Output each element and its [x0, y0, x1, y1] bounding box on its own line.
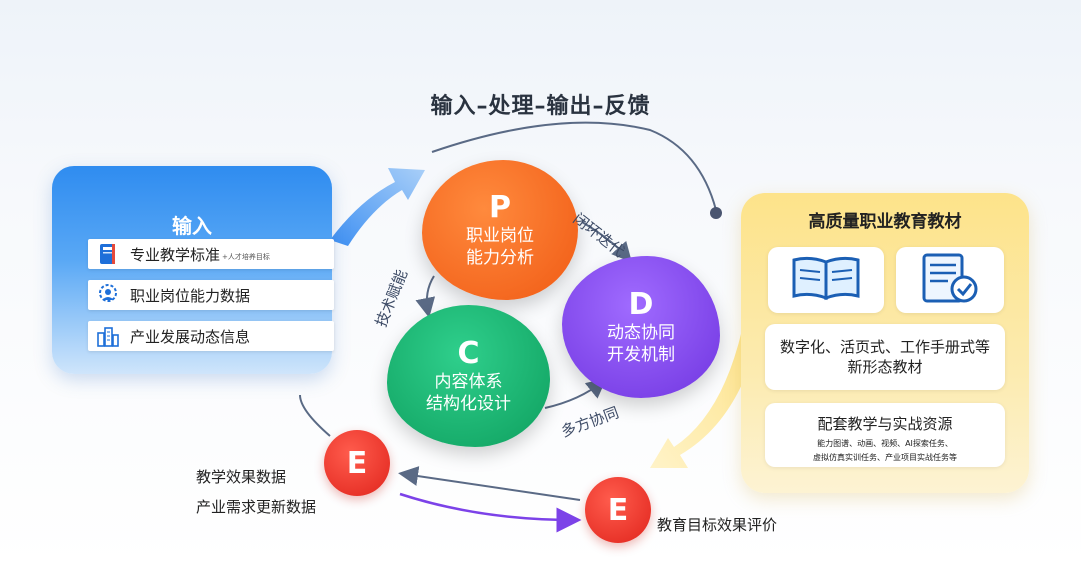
node-c-line1: 内容体系 [434, 372, 503, 392]
arrow-feedback-slate [398, 466, 581, 501]
arc-end-dot [710, 207, 722, 219]
node-d-line1: 动态协同 [607, 323, 675, 343]
resources-title: 配套教学与实战资源 [817, 415, 953, 433]
output-panel: 高质量职业教育教材 数字化、活页式、工作手册式等 新形态教材 配套教学与实战资源… [741, 193, 1029, 493]
resources-line2: 虚拟仿真实训任务、产业项目实战任务等 [813, 453, 957, 462]
feedback-text-teaching: 教学效果数据 [196, 468, 287, 486]
output-desc-line2: 新形态教材 [847, 358, 923, 376]
book-icon [94, 242, 122, 266]
resources-line1: 能力图谱、动画、视频、AI探索任务、 [817, 439, 953, 448]
input-panel: 输入 专业教学标准 +人才培养目标 职业岗位能力数据 产业发展动态信息 [52, 166, 334, 374]
top-arc [431, 121, 717, 211]
arrow-p-to-d [581, 221, 632, 263]
output-icon-card-checklist [896, 247, 1004, 313]
gear-person-icon [94, 283, 122, 307]
open-book-icon [790, 254, 862, 306]
input-item-label: 职业岗位能力数据 [130, 286, 251, 305]
node-e-bottom: E [585, 477, 651, 543]
node-c-letter: C [457, 336, 480, 371]
input-item-industry: 产业发展动态信息 [88, 321, 334, 351]
input-item-label: 专业教学标准 [130, 245, 221, 264]
node-d-letter: D [628, 287, 654, 322]
output-title: 高质量职业教育教材 [808, 212, 962, 232]
node-d: D 动态协同 开发机制 [562, 256, 720, 398]
input-item-sub: +人才培养目标 [222, 253, 270, 261]
output-arrow [650, 330, 760, 468]
arrow-p-to-c [415, 275, 436, 318]
node-p-letter: P [489, 190, 511, 225]
arrow-c-to-d [544, 378, 607, 409]
input-item-standard: 专业教学标准 +人才培养目标 [88, 239, 334, 269]
checklist-icon [920, 251, 980, 309]
node-e-left: E [324, 430, 390, 496]
node-d-line2: 开发机制 [607, 345, 675, 365]
input-item-ability: 职业岗位能力数据 [88, 280, 334, 310]
input-item-label: 产业发展动态信息 [130, 327, 251, 346]
feedback-text-evaluation: 教育目标效果评价 [657, 516, 778, 534]
input-title: 输入 [172, 214, 212, 238]
output-desc-line1: 数字化、活页式、工作手册式等 [779, 338, 990, 356]
node-c: C 内容体系 结构化设计 [387, 305, 550, 447]
node-p: P 职业岗位 能力分析 [422, 160, 578, 300]
output-icon-card-book [768, 247, 884, 313]
arrow-feedback-purple [399, 492, 582, 533]
diagram-title: 输入–处理–输出–反馈 [430, 94, 651, 119]
output-resources-card: 配套教学与实战资源 能力图谱、动画、视频、AI探索任务、 虚拟仿真实训任务、产业… [765, 403, 1005, 467]
node-p-line1: 职业岗位 [466, 226, 534, 246]
output-description-card: 数字化、活页式、工作手册式等 新形态教材 [765, 324, 1005, 390]
node-c-line2: 结构化设计 [426, 394, 511, 414]
feedback-text-industry: 产业需求更新数据 [196, 498, 317, 516]
building-icon [94, 324, 122, 348]
left-arc [299, 394, 331, 437]
node-p-line2: 能力分析 [466, 248, 534, 268]
input-arrow [330, 168, 425, 246]
